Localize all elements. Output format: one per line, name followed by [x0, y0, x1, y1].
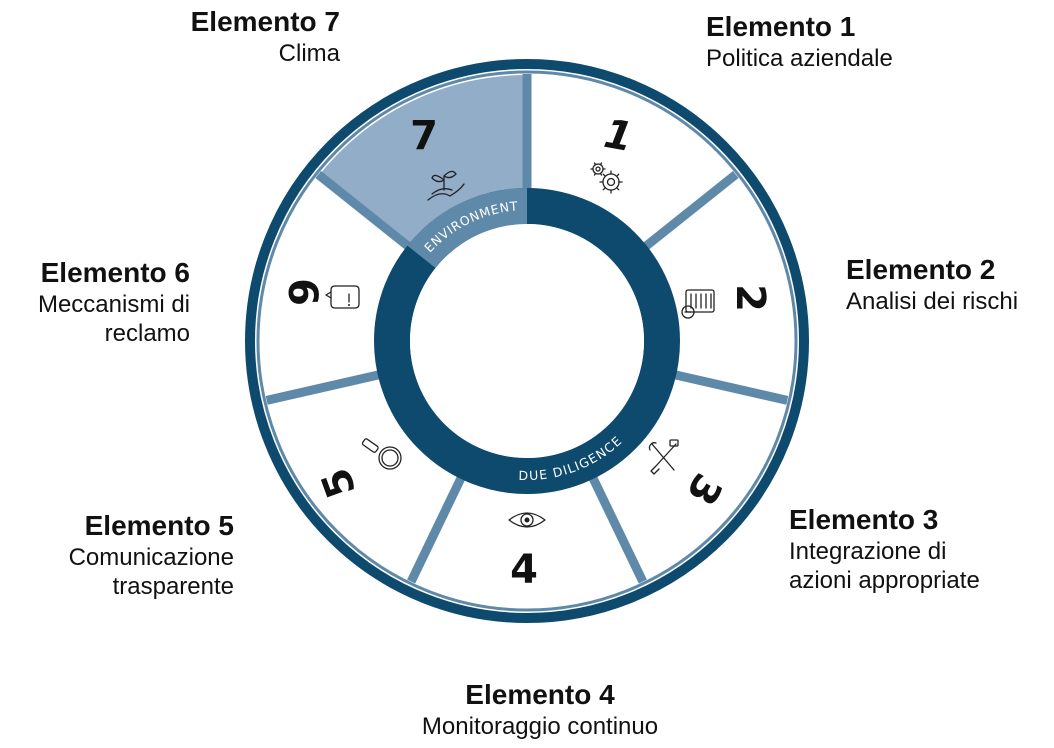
outer-thin-ring [256, 70, 798, 612]
magnifier-icon [361, 438, 402, 470]
segment-3 [593, 375, 787, 581]
segment-divider [642, 171, 739, 251]
speech-bubble-icon [325, 285, 360, 309]
center-circle [410, 224, 644, 458]
element-3-desc: Integrazione di azioni appropriate [789, 538, 980, 594]
element-7-title: Elemento 7 [190, 6, 340, 37]
gears-icon [590, 162, 623, 194]
element-7-desc: Clima [278, 40, 340, 67]
element-4-title: Elemento 4 [465, 679, 615, 710]
eye-icon [508, 512, 546, 528]
segment-divider [315, 171, 412, 251]
element-5-desc: Comunicazione trasparente [68, 544, 234, 600]
tools-icon [648, 439, 679, 475]
element-4-label: Elemento 4 Monitoraggio continuo [400, 678, 680, 741]
element-4-desc: Monitoraggio continuo [421, 713, 659, 740]
document-icon [681, 289, 715, 319]
element-3-label: Elemento 3 Integrazione di azioni approp… [789, 503, 980, 595]
element-2-desc: Analisi dei rischi [846, 288, 1019, 315]
element-1-title: Elemento 1 [706, 11, 856, 42]
segment-divider [673, 370, 789, 405]
element-1-desc: Politica aziendale [706, 45, 893, 72]
segment-6 [261, 175, 408, 401]
element-2-label: Elemento 2 Analisi dei rischi [846, 253, 1018, 316]
element-3-title: Elemento 3 [789, 504, 939, 535]
segment-divider [588, 475, 647, 584]
segment-7-number: 7 [410, 113, 438, 159]
element-6-label: Elemento 6 Meccanismi di reclamo [0, 256, 190, 348]
element-5-title: Elemento 5 [84, 510, 234, 541]
segment-7 [319, 75, 527, 246]
segment-4-number: 4 [510, 547, 538, 593]
element-5-label: Elemento 5 Comunicazione trasparente [20, 509, 234, 601]
segment-1 [527, 75, 735, 246]
element-2-title: Elemento 2 [846, 254, 996, 285]
segment-2-number: 2 [727, 284, 773, 312]
element-7-label: Elemento 7 Clima [140, 5, 340, 68]
segment-4 [411, 478, 643, 607]
segment-divider [265, 370, 381, 405]
element-6-title: Elemento 6 [40, 257, 190, 288]
plant-hand-icon [427, 170, 465, 201]
outer-ring [245, 59, 809, 623]
segment-divider [407, 475, 466, 584]
environment-ring-arc [407, 188, 527, 269]
segment-5 [267, 375, 461, 581]
segment-2 [646, 175, 793, 401]
element-1-label: Elemento 1 Politica aziendale [706, 10, 893, 73]
segment-6-number: 6 [279, 278, 325, 306]
element-6-desc: Meccanismi di reclamo [37, 291, 190, 347]
